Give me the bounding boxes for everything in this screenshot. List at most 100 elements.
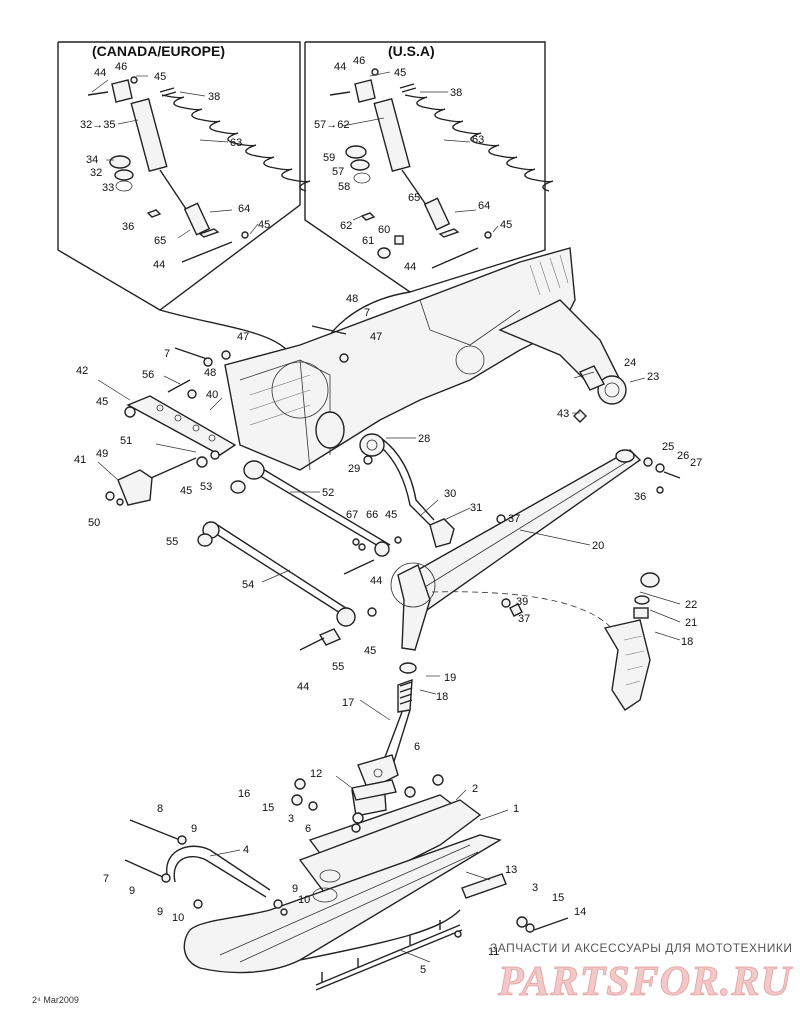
spindle-detail	[431, 572, 660, 711]
part-label: 7	[103, 873, 109, 885]
part-label: 24	[624, 357, 636, 369]
part-label: 41	[74, 454, 86, 466]
frame-assembly	[224, 247, 627, 471]
part-label: 57	[332, 166, 344, 178]
part-label: 46	[353, 55, 365, 67]
part-label: 32→35	[80, 119, 115, 131]
part-label: 5	[420, 964, 426, 976]
part-label: 54	[242, 579, 254, 591]
leader-lines	[91, 71, 681, 963]
shock-absorber-right	[329, 68, 554, 269]
part-label: 37	[508, 513, 520, 525]
part-label: 22	[685, 599, 697, 611]
ski-loop-handle	[124, 819, 569, 938]
part-label: 9	[191, 823, 197, 835]
part-label: 65	[408, 192, 420, 204]
part-label: 59	[323, 152, 335, 164]
panel-title-usa: (U.S.A)	[388, 43, 435, 59]
part-label: 45	[364, 645, 376, 657]
part-label: 34	[86, 154, 98, 166]
part-label: 23	[647, 371, 659, 383]
part-label: 56	[142, 369, 154, 381]
part-label: 32	[90, 167, 102, 179]
shock-absorber-left	[87, 76, 311, 263]
part-label: 14	[574, 906, 586, 918]
watermark-logo: PARTSFOR.RU	[497, 959, 793, 1005]
part-label: 52	[322, 487, 334, 499]
part-label: 18	[681, 636, 693, 648]
trailing-arm	[390, 449, 681, 651]
part-label: 45	[500, 219, 512, 231]
radius-rods	[197, 460, 402, 651]
part-label: 26	[677, 450, 689, 462]
part-label: 18	[436, 691, 448, 703]
part-label: 10	[298, 894, 310, 906]
part-label: 25	[662, 441, 674, 453]
inset-panel-usa: (U.S.A)	[304, 41, 554, 293]
part-label: 47	[237, 331, 249, 343]
part-label: 3	[288, 813, 294, 825]
part-label: 49	[96, 448, 108, 460]
part-label: 63	[472, 134, 484, 146]
part-label: 60	[378, 224, 390, 236]
part-labels: 44 46 45 38 32→35 63 34 32 33 36 64 45 6…	[74, 55, 702, 976]
part-label: 42	[76, 365, 88, 377]
part-label: 15	[552, 892, 564, 904]
part-label: 12	[310, 768, 322, 780]
part-label: 48	[204, 367, 216, 379]
part-label: 3	[532, 882, 538, 894]
part-label: 30	[444, 488, 456, 500]
part-label: 19	[444, 672, 456, 684]
part-label: 55	[166, 536, 178, 548]
ski-assembly	[183, 774, 502, 991]
part-label: 27	[690, 457, 702, 469]
part-label: 65	[154, 235, 166, 247]
part-label: 15	[262, 802, 274, 814]
diagram-date: 2⁴ Mar2009	[32, 995, 79, 1005]
steering-linkage	[359, 433, 506, 548]
part-label: 66	[366, 509, 378, 521]
part-label: 64	[238, 203, 250, 215]
part-label: 44	[297, 681, 309, 693]
part-label: 67	[346, 509, 358, 521]
part-label: 55	[332, 661, 344, 673]
part-label: 1	[513, 803, 519, 815]
part-label: 7	[364, 307, 370, 319]
panel-title-canada-europe: (CANADA/EUROPE)	[92, 43, 225, 59]
part-label: 62	[340, 220, 352, 232]
watermark-caption: ЗАПЧАСТИ И АКСЕССУАРЫ ДЛЯ МОТОТЕХНИКИ	[490, 941, 792, 955]
part-label: 61	[362, 235, 374, 247]
part-label: 45	[385, 509, 397, 521]
part-label: 63	[230, 137, 242, 149]
part-label: 8	[157, 803, 163, 815]
part-label: 13	[505, 864, 517, 876]
part-label: 6	[414, 741, 420, 753]
part-label: 57→62	[314, 119, 349, 131]
part-label: 28	[418, 433, 430, 445]
part-label: 44	[94, 67, 106, 79]
part-label: 44	[404, 261, 416, 273]
part-label: 33	[102, 182, 114, 194]
part-label: 45	[258, 219, 270, 231]
part-label: 44	[153, 259, 165, 271]
part-label: 38	[208, 91, 220, 103]
part-label: 2	[472, 783, 478, 795]
part-label: 45	[96, 396, 108, 408]
part-label: 9	[129, 885, 135, 897]
part-label: 31	[470, 502, 482, 514]
part-label: 64	[478, 200, 490, 212]
part-label: 39	[516, 596, 528, 608]
part-label: 44	[334, 61, 346, 73]
part-label: 16	[238, 788, 250, 800]
part-label: 29	[348, 463, 360, 475]
part-label: 20	[592, 540, 604, 552]
part-label: 38	[450, 87, 462, 99]
part-label: 46	[115, 61, 127, 73]
part-label: 21	[685, 617, 697, 629]
part-label: 7	[164, 348, 170, 360]
part-label: 48	[346, 293, 358, 305]
part-label: 36	[122, 221, 134, 233]
part-label: 58	[338, 181, 350, 193]
part-label: 11	[488, 946, 499, 958]
